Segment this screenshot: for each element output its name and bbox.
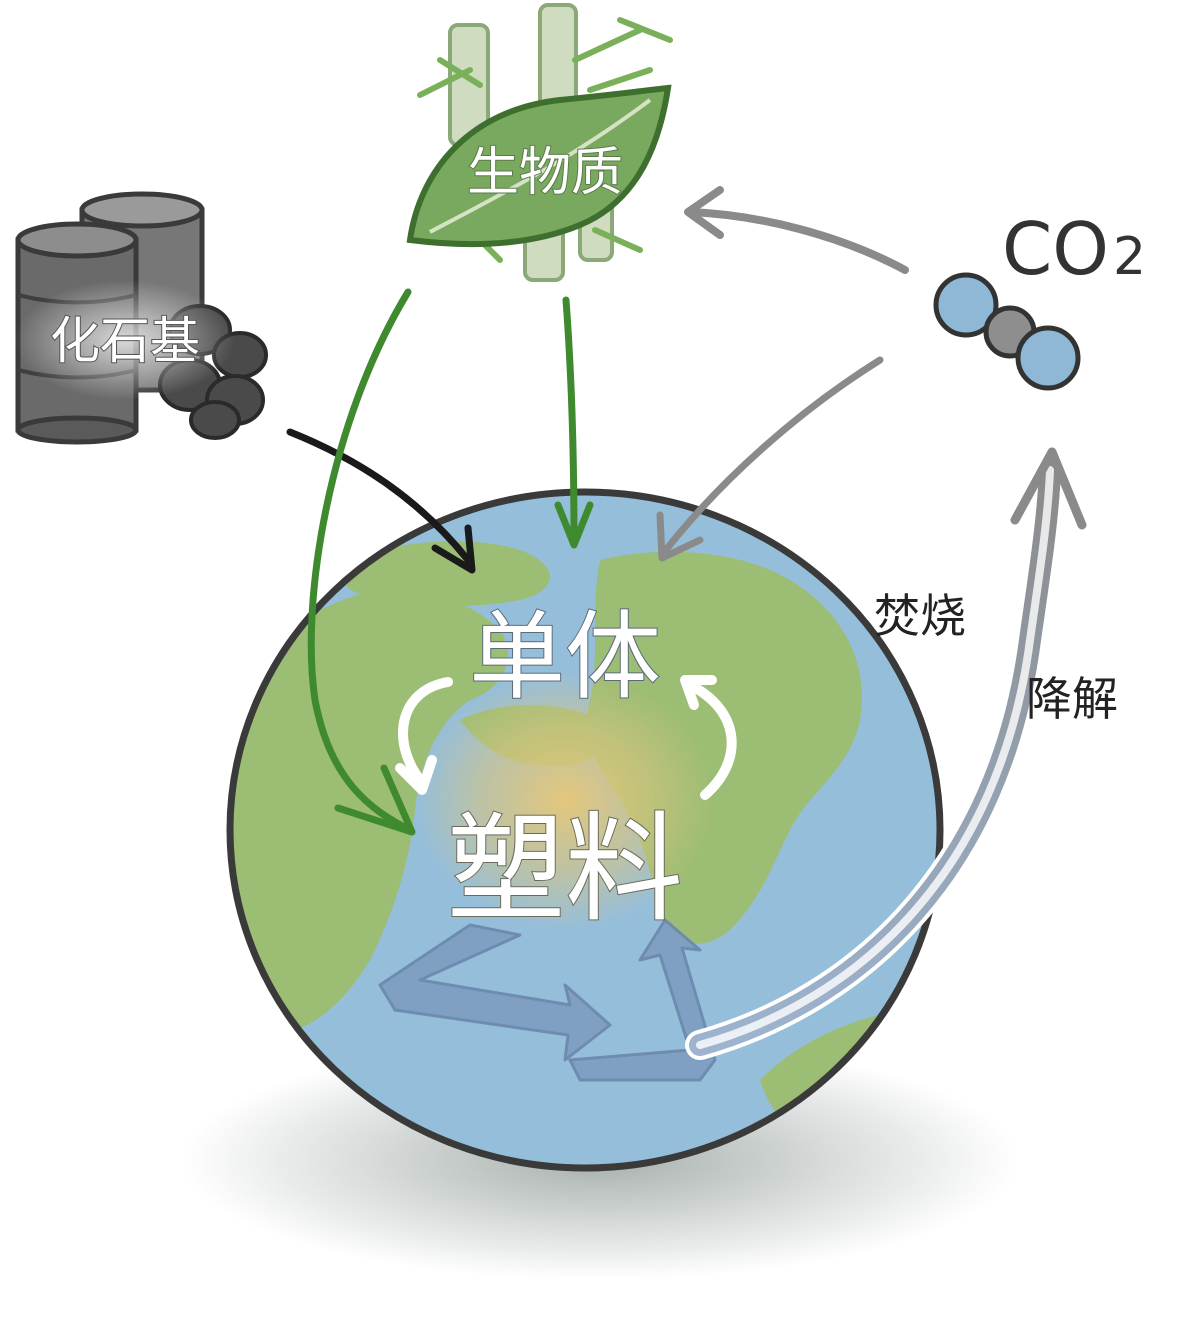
degradation-arrow xyxy=(685,447,1087,1060)
biomass-label: 生物质 xyxy=(467,143,623,203)
oil-barrels-coal-icon xyxy=(15,191,268,445)
leaf-bamboo-icon xyxy=(406,3,673,282)
co2-main-text: CO xyxy=(1002,207,1109,291)
co2-label: CO2 xyxy=(1002,207,1146,291)
degradation-label: 降解 xyxy=(1026,672,1118,726)
plastic-label: 塑料 xyxy=(447,800,683,938)
biomass-to-plastic-arrow xyxy=(307,288,414,834)
fossil-arrowhead xyxy=(431,524,476,574)
biomass-to-monomer-arrow xyxy=(562,296,578,544)
co2-to-biomass-arrow xyxy=(684,186,909,274)
fossil-label: 化石基 xyxy=(50,312,200,370)
incineration-label: 焚烧 xyxy=(874,589,966,643)
co2-molecule-icon xyxy=(933,272,1081,391)
recycle-arrow-icon xyxy=(378,918,717,1082)
center-glow xyxy=(415,670,715,930)
monomer-label: 单体 xyxy=(469,601,661,713)
fossil-to-monomer-arrow xyxy=(286,428,472,564)
co2-subscript: 2 xyxy=(1113,227,1146,287)
biomass-arrows xyxy=(307,288,594,836)
co2-to-monomer-arrow xyxy=(656,356,884,562)
monomer-plastic-cycle-arrows xyxy=(395,675,737,800)
